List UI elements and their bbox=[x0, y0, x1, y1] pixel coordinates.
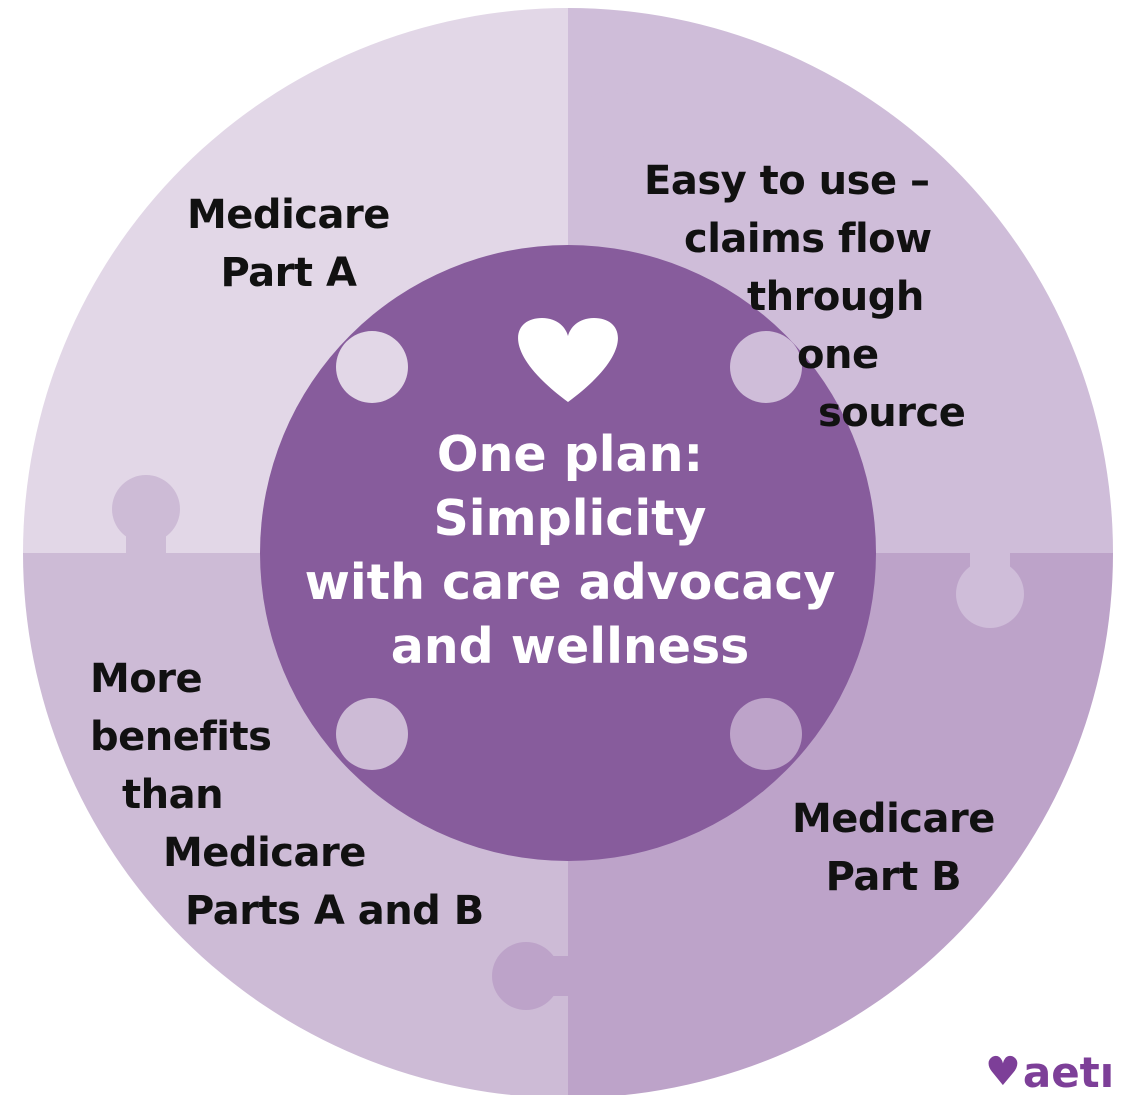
center-piece bbox=[260, 245, 876, 861]
aetna-logo: ♥ aetı bbox=[985, 1048, 1123, 1096]
label-easy-to-use: Easy to use – claims flow through one so… bbox=[644, 152, 966, 442]
label-line: Easy to use – bbox=[644, 158, 930, 204]
center-statement: One plan: Simplicity with care advocacy … bbox=[268, 423, 872, 679]
heart-icon bbox=[518, 318, 618, 402]
label-line: Medicare bbox=[163, 830, 366, 876]
center-notch-bl bbox=[336, 698, 408, 770]
label-line: through bbox=[747, 274, 924, 320]
label-medicare-part-a: Medicare Part A bbox=[187, 186, 390, 302]
center-line: One plan: bbox=[436, 426, 704, 483]
label-medicare-part-b: Medicare Part B bbox=[792, 790, 995, 906]
label-line: source bbox=[818, 390, 966, 436]
label-line: Part B bbox=[825, 854, 962, 900]
center-notch-tr bbox=[730, 331, 802, 403]
label-line: one bbox=[797, 332, 879, 378]
center-line: and wellness bbox=[390, 618, 750, 675]
label-line: claims flow bbox=[684, 216, 932, 262]
label-line: Part A bbox=[220, 250, 357, 296]
label-line: Parts A and B bbox=[185, 888, 484, 934]
center-notch-br bbox=[730, 698, 802, 770]
label-line: than bbox=[122, 772, 224, 818]
center-notch-tl bbox=[336, 331, 408, 403]
center-line: Simplicity bbox=[433, 490, 707, 547]
logo-text: aetı bbox=[1022, 1048, 1115, 1096]
label-line: Medicare bbox=[187, 192, 390, 238]
label-line: Medicare bbox=[792, 796, 995, 842]
label-more-benefits: More benefits than Medicare Parts A and … bbox=[90, 650, 484, 940]
label-line: benefits bbox=[90, 714, 272, 760]
label-line: More bbox=[90, 656, 203, 702]
center-line: with care advocacy bbox=[304, 554, 836, 611]
heart-icon: ♥ bbox=[985, 1049, 1021, 1095]
